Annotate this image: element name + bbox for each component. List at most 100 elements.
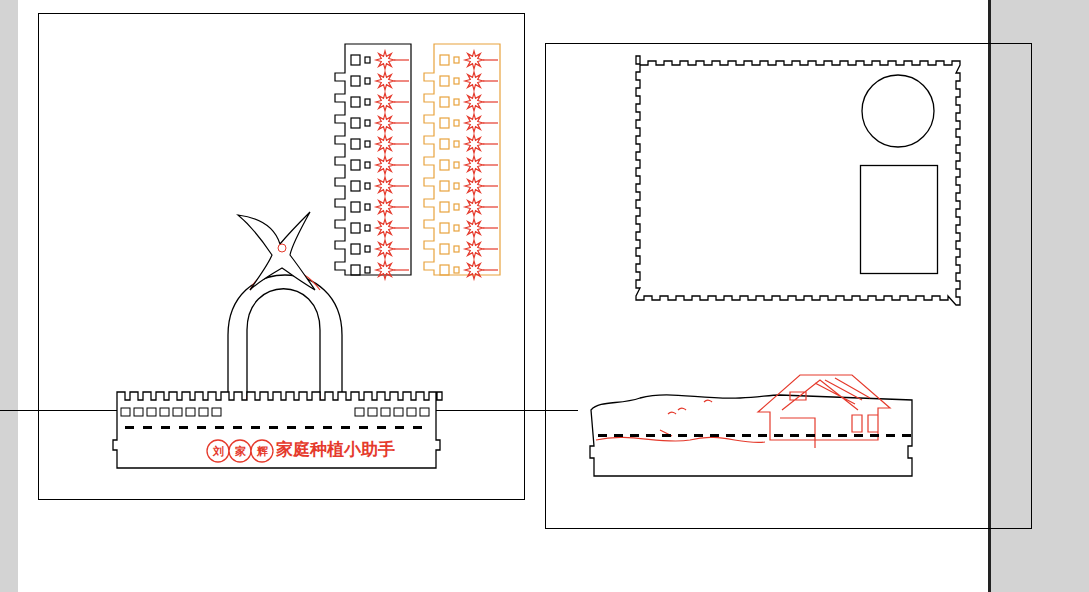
dash	[287, 426, 296, 429]
dash	[758, 434, 767, 437]
slot	[440, 160, 449, 170]
dash	[742, 434, 751, 437]
dash	[341, 426, 350, 429]
dash	[143, 426, 152, 429]
stem	[394, 101, 409, 102]
logo-circle: 刘	[206, 439, 230, 463]
slot	[381, 408, 390, 416]
logo-char: 刘	[213, 446, 224, 457]
dash	[678, 434, 687, 437]
circle-shape	[251, 440, 273, 462]
stem	[394, 248, 409, 249]
slot	[147, 408, 156, 416]
stem	[483, 269, 498, 270]
stem	[394, 185, 409, 186]
star-burst	[376, 156, 394, 174]
logo-circle: 辉	[250, 439, 274, 463]
dash	[125, 426, 134, 429]
dash	[359, 426, 368, 429]
stem	[394, 206, 409, 207]
stem	[483, 164, 498, 165]
slot	[365, 78, 370, 84]
dash	[662, 434, 671, 437]
slot	[365, 204, 370, 210]
stem	[394, 122, 409, 123]
star-burst	[376, 261, 394, 279]
slot	[351, 265, 360, 275]
slot	[368, 408, 377, 416]
slot	[351, 76, 360, 86]
slot	[440, 244, 449, 254]
stem	[483, 80, 498, 81]
slot	[365, 225, 370, 231]
slot	[440, 118, 449, 128]
stem	[394, 143, 409, 144]
dash	[377, 426, 386, 429]
slot	[407, 408, 416, 416]
star-burst	[465, 261, 483, 279]
dash	[870, 434, 879, 437]
slot	[440, 139, 449, 149]
star-burst	[376, 240, 394, 258]
landscape-piece	[590, 395, 912, 476]
title-text: 家庭种植小助手	[276, 441, 395, 458]
logo-circle: 家	[228, 439, 252, 463]
stem	[394, 164, 409, 165]
star-burst	[376, 198, 394, 216]
star-burst	[465, 240, 483, 258]
slot	[351, 181, 360, 191]
slot	[160, 408, 169, 416]
stem	[483, 227, 498, 228]
dash	[251, 426, 260, 429]
star-burst	[376, 51, 394, 69]
slot	[355, 408, 364, 416]
slot	[454, 267, 459, 273]
dash	[886, 434, 895, 437]
slot	[440, 97, 449, 107]
star-burst	[465, 156, 483, 174]
dash	[790, 434, 799, 437]
dash	[323, 426, 332, 429]
star-burst	[465, 219, 483, 237]
slot	[454, 183, 459, 189]
star-burst	[465, 135, 483, 153]
slot	[121, 408, 130, 416]
dash	[215, 426, 224, 429]
stem	[483, 248, 498, 249]
star-burst	[376, 219, 394, 237]
stem	[394, 269, 409, 270]
star-burst	[376, 114, 394, 132]
slot	[440, 76, 449, 86]
dash	[614, 434, 623, 437]
circle-shape	[229, 440, 251, 462]
stem	[483, 143, 498, 144]
pinwheel	[238, 212, 315, 290]
slot	[440, 202, 449, 212]
stamp-panel	[636, 56, 960, 305]
slot	[454, 141, 459, 147]
dash	[413, 426, 422, 429]
slot	[454, 225, 459, 231]
stem	[394, 227, 409, 228]
dash	[269, 426, 278, 429]
slot	[351, 97, 360, 107]
slot	[440, 181, 449, 191]
dash	[854, 434, 863, 437]
house	[758, 375, 890, 448]
canvas	[18, 0, 989, 592]
slot	[351, 223, 360, 233]
stem	[483, 206, 498, 207]
slot	[454, 120, 459, 126]
dash	[726, 434, 735, 437]
canvas-edge	[988, 0, 991, 592]
stem	[394, 59, 409, 60]
board-right	[546, 44, 1032, 529]
dash	[646, 434, 655, 437]
slot	[351, 202, 360, 212]
slot	[173, 408, 182, 416]
star-burst	[465, 198, 483, 216]
stem	[483, 59, 498, 60]
dash	[710, 434, 719, 437]
dash	[630, 434, 639, 437]
